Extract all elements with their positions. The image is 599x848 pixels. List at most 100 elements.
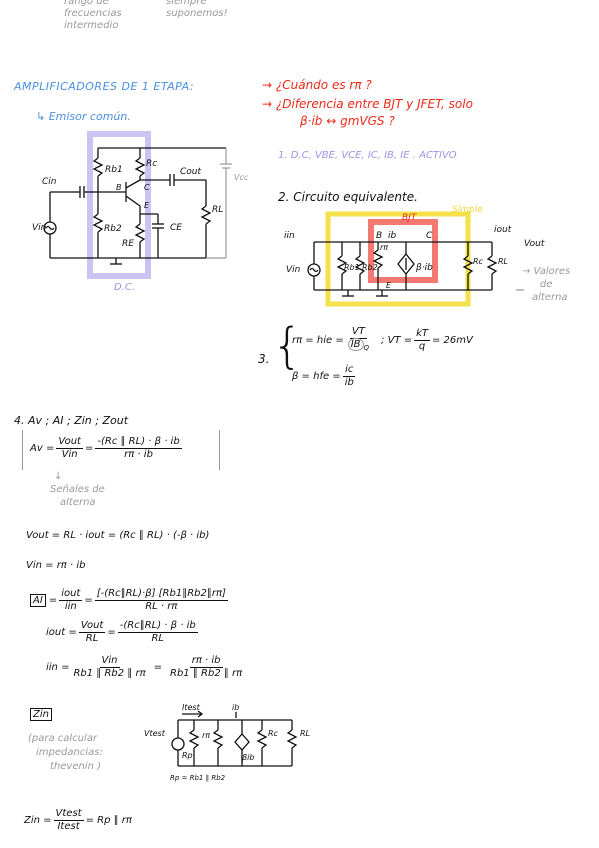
zin-note-line: impedancias:: [36, 747, 103, 758]
av-bracket: [22, 430, 220, 470]
av-equals: =: [84, 443, 94, 454]
rb2-label: Rb2: [104, 224, 122, 234]
zin-final-equation: Zin = Vtest Itest = Rp ∥ rπ: [24, 808, 132, 833]
rb1-eq-label: Rb1: [344, 263, 360, 272]
rp-label: Rp: [182, 751, 193, 760]
vin-denominator: Vin: [61, 449, 78, 460]
zin-test-circuit: Itest ib Vtest rπ Rp βib Rc RL Rp = Rb1 …: [144, 703, 310, 782]
ai-equals: =: [48, 595, 58, 606]
ib-circled: IB: [347, 338, 364, 351]
itest-label: Itest: [182, 703, 201, 712]
base-label: B: [116, 183, 122, 192]
iin-rhs-numerator: rπ · ib: [189, 655, 223, 668]
section-title: AMPLIFICADORES DE 1 ETAPA:: [14, 80, 195, 93]
ic-over-ib-fraction: ic ib: [343, 364, 356, 389]
vin-numerator: Vin: [99, 655, 120, 668]
ib-zin-label: ib: [232, 703, 239, 712]
vt-numerator: VT: [349, 326, 367, 339]
rl-label: RL: [212, 205, 223, 215]
iout-equals: =: [107, 627, 116, 638]
zin-note-line: (para calcular: [28, 733, 98, 744]
bib-zin-label: βib: [241, 753, 254, 762]
cout-label: Cout: [180, 167, 201, 177]
emisor-comun-label: ↳ Emisor común.: [36, 110, 131, 123]
zin-note-line: thevenin ): [50, 761, 102, 772]
ai-equals-2: =: [84, 595, 93, 606]
beta-hfe-text: β = hfe =: [292, 371, 341, 382]
zin-label: Zin: [30, 708, 52, 721]
simple-highlight-box: [325, 211, 471, 307]
ai-equation: AI = iout iin = [-(Rc∥RL)·β] [Rb1∥Rb2∥rπ…: [30, 588, 230, 613]
emitter-node-label: E: [386, 281, 392, 290]
iout-over-iin-fraction: iout iin: [59, 588, 83, 613]
zin-final-lhs: Zin =: [24, 815, 52, 826]
ai-rhs-fraction: [-(Rc∥RL)·β] [Rb1∥Rb2∥rπ] RL · rπ: [94, 588, 228, 613]
step-2: 2. Circuito equivalente.: [278, 190, 418, 204]
rpi-hie-text: rπ = hie =: [292, 334, 344, 346]
av-rhs-denominator: rπ · ib: [124, 449, 153, 460]
valores-line: → Valores: [522, 266, 571, 277]
iin-label: iin: [284, 231, 295, 241]
q-denominator: q: [418, 340, 426, 352]
kt-numerator: kT: [414, 327, 430, 341]
av-rhs-fraction: -(Rc ∥ RL) · β · ib rπ · ib: [95, 436, 182, 461]
rl-eq-label: RL: [498, 257, 508, 266]
valores-line: de: [540, 279, 553, 290]
iout-equation: iout = Vout RL = -(Rc∥RL) · β · ib RL: [46, 620, 200, 645]
ib-subscript: Q: [363, 344, 370, 352]
rl-denominator: RL: [85, 633, 99, 644]
iin-rhs-fraction: rπ · ib Rb1 ∥ Rb2 ∥ rπ: [168, 655, 244, 680]
vout-numerator: Vout: [56, 436, 83, 449]
iin-equation: iin = Vin Rb1 ∥ Rb2 ∥ rπ = rπ · ib Rb1 ∥…: [46, 655, 246, 680]
question-diferencia: → ¿Diferencia entre BJT y JFET, solo: [262, 97, 473, 111]
av-rhs-numerator: -(Rc ∥ RL) · β · ib: [95, 436, 182, 449]
cin-label: Cin: [42, 177, 57, 187]
valores-alterna-note: → Valores de alterna: [522, 265, 570, 304]
bjt-highlight-box: [368, 219, 438, 283]
iin-rhs-denominator: Rb1 ∥ Rb2 ∥ rπ: [170, 668, 243, 679]
iout-numerator: iout: [59, 588, 83, 601]
senales-line: alterna: [60, 497, 96, 508]
rpi-zin-label: rπ: [202, 731, 210, 740]
step-1: 1. D.C, VBE, VCE, IC, IB, IE . ACTIVO: [278, 150, 457, 161]
top-note-left-line: intermedio: [64, 20, 119, 31]
top-note-left: rango de frecuencias intermedio: [64, 0, 122, 32]
zin-final-rhs: = Rp ∥ rπ: [85, 815, 132, 826]
base-node-label: B: [376, 231, 382, 241]
iin-denominator: iin: [64, 601, 77, 612]
step-3-line-2: β = hfe = ic ib: [292, 364, 358, 389]
vout-over-vin-fraction: Vout Vin: [56, 436, 83, 461]
iout-label: iout: [494, 225, 512, 235]
zin-note: (para calcular impedancias: thevenin ): [28, 732, 103, 774]
vout-label: Vout: [524, 239, 545, 249]
ib-label: ib: [388, 231, 397, 241]
vin-eq-label: Vin: [286, 265, 301, 275]
top-note-left-line: frecuencias: [64, 8, 122, 19]
top-note-right-line: suponemos!: [166, 8, 228, 19]
rp-equation-label: Rp = Rb1 ∥ Rb2: [170, 774, 226, 782]
top-note-right-line: siempre: [166, 0, 207, 7]
ai-rhs-denominator: RL · rπ: [145, 601, 178, 612]
top-note-right: siempre suponemos!: [166, 0, 228, 20]
common-emitter-circuit: Rb1 Rc Cout Vcc Cin B C E Vin Rb2 RE CE …: [32, 131, 249, 293]
senales-line: Señales de: [50, 484, 105, 495]
rpi-label: rπ: [380, 243, 388, 252]
ce-label: CE: [170, 223, 182, 233]
vin-over-rpar-fraction: Vin Rb1 ∥ Rb2 ∥ rπ: [71, 655, 147, 680]
vt-definition-text: ; VT =: [381, 334, 413, 346]
iout-rhs-fraction: -(Rc∥RL) · β · ib RL: [117, 620, 198, 645]
collector-label: C: [144, 183, 150, 192]
step-3-number: 3.: [258, 352, 270, 366]
equivalent-circuit: BJT Simple iin B ib C iout Vout: [284, 205, 545, 307]
rpar-denominator: Rb1 ∥ Rb2 ∥ rπ: [73, 668, 146, 679]
question-diferencia-line2: β·ib ↔ gmVGS ?: [300, 114, 395, 128]
ai-label: AI: [30, 594, 46, 607]
av-label: Av =: [30, 443, 55, 454]
vin-label: Vin: [32, 223, 47, 233]
iin-lhs: iin =: [46, 662, 70, 673]
valores-line: alterna: [532, 292, 568, 303]
26mv-value: = 26mV: [432, 334, 473, 346]
